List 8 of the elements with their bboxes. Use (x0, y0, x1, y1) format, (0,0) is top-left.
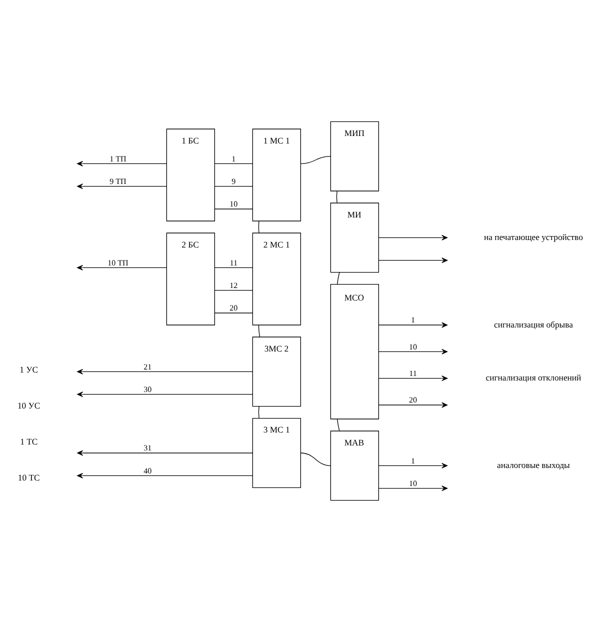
label: 10 ТС (18, 472, 40, 482)
label: 1 ТС (20, 436, 38, 446)
label: 1 УС (20, 364, 38, 374)
label: на печатающее устройство (484, 231, 583, 242)
label: аналоговые выходы (497, 459, 570, 470)
label: 10 УС (17, 400, 40, 410)
label: сигнализация отклонений (486, 372, 582, 382)
label: сигнализация обрыва (494, 318, 573, 329)
